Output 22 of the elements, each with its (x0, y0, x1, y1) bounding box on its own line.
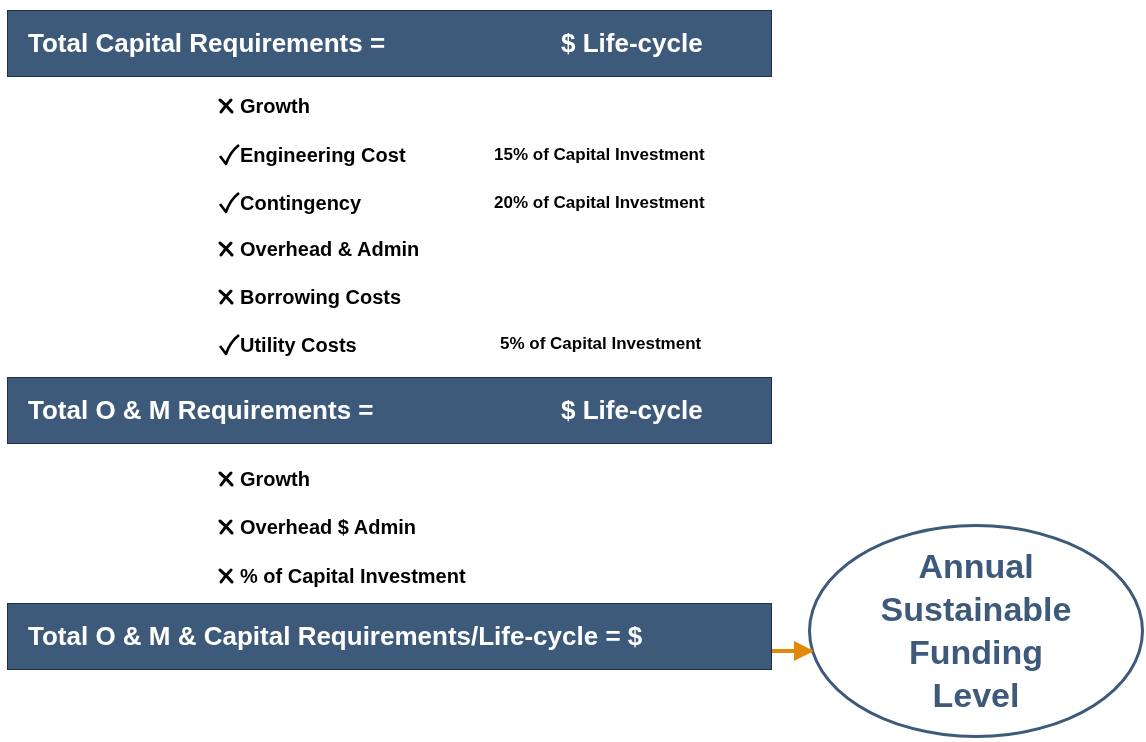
bar-text: Total Capital Requirements = (28, 27, 386, 60)
bar-text: $ Life-cycle (561, 27, 703, 60)
bar-text: Total O & M Requirements = (28, 394, 374, 427)
list-text: Engineering Cost (240, 143, 406, 168)
list-text: Growth (240, 467, 310, 492)
list-text: 15% of Capital Investment (494, 144, 705, 167)
list-text: Borrowing Costs (240, 285, 402, 310)
node-text: Annual Sustainable Funding Level (879, 546, 1073, 716)
header-bar (7, 10, 772, 77)
header-bar (7, 603, 772, 670)
list-text: 20% of Capital Investment (494, 192, 705, 215)
bar-text: $ Life-cycle (561, 394, 703, 427)
list-text: % of Capital Investment (240, 564, 466, 589)
list-text: Utility Costs (240, 333, 357, 358)
list-text: 5% of Capital Investment (500, 333, 702, 356)
list-text: Growth (240, 94, 310, 119)
header-bar (7, 377, 772, 444)
list-text: Overhead & Admin (240, 237, 420, 262)
bar-text: Total O & M & Capital Requirements/Life-cycle = $ (28, 620, 643, 653)
list-text: Contingency (240, 191, 362, 216)
arrow (772, 641, 814, 661)
list-text: Overhead $ Admin (240, 515, 416, 540)
